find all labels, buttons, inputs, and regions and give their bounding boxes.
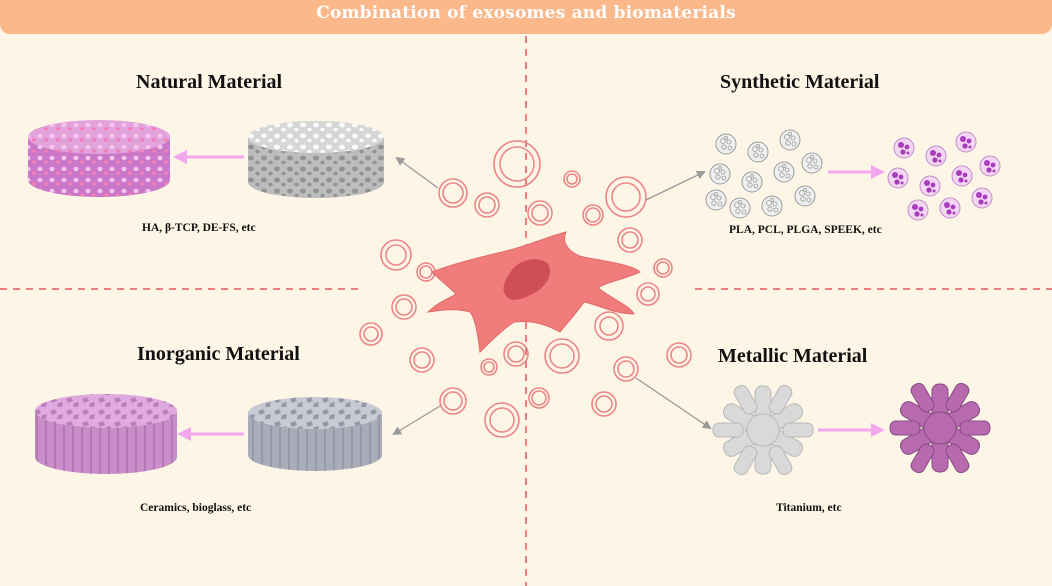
exosome-vesicle-icon <box>591 391 617 417</box>
exosome-vesicle-icon <box>503 341 529 367</box>
exosome-vesicle-icon <box>359 322 383 346</box>
inorganic-material-heading: Inorganic Material <box>137 343 300 365</box>
synthetic-gray-particles-icon <box>705 129 823 219</box>
exosome-vesicle-icon <box>391 294 417 320</box>
inorganic-pink-scaffold-icon <box>35 394 177 474</box>
exosome-vesicle-icon <box>544 338 580 374</box>
synthetic-material-heading: Synthetic Material <box>720 71 880 93</box>
metallic-purple-particle-icon <box>889 380 991 476</box>
natural-material-heading: Natural Material <box>136 71 283 93</box>
exosome-vesicle-icon <box>605 176 647 218</box>
natural-gray-scaffold-icon <box>248 121 384 198</box>
exosome-vesicle-icon <box>666 342 692 368</box>
exosome-vesicle-icon <box>480 358 498 376</box>
exosome-vesicle-icon <box>484 402 520 438</box>
arrow-to-metallic <box>635 377 712 430</box>
exosome-vesicle-icon <box>636 282 660 306</box>
exosome-vesicle-icon <box>617 227 643 253</box>
exosome-vesicle-icon <box>439 387 467 415</box>
inorganic-gray-scaffold-icon <box>248 397 382 471</box>
exosome-vesicle-icon <box>563 170 581 188</box>
exosome-vesicle-icon <box>409 347 435 373</box>
connector-arrows <box>392 156 712 436</box>
arrow-to-synthetic <box>645 170 706 201</box>
exosome-vesicle-icon <box>653 258 673 278</box>
synthetic-material-examples: PLA, PCL, PLGA, SPEEK, etc <box>729 224 882 236</box>
exosome-vesicle-icon <box>527 200 553 226</box>
natural-pink-scaffold-icon <box>28 120 170 197</box>
exosome-vesicle-icon <box>493 140 541 188</box>
exosome-vesicle-icon <box>528 387 550 409</box>
exosome-vesicle-icon <box>474 192 500 218</box>
exosome-vesicles <box>359 140 692 438</box>
title-banner: Combination of exosomes and biomaterials <box>0 0 1052 34</box>
arrow-to-natural <box>395 156 439 189</box>
exosome-vesicle-icon <box>613 356 639 382</box>
exosome-vesicle-icon <box>380 239 412 271</box>
natural-material-examples: HA, β-TCP, DE-FS, etc <box>142 222 256 234</box>
exosome-vesicle-icon <box>438 178 468 208</box>
metallic-gray-particle-icon <box>712 382 814 478</box>
diagram-title: Combination of exosomes and biomaterials <box>316 3 736 23</box>
metallic-material-examples: Titanium, etc <box>776 502 842 514</box>
arrow-to-inorganic <box>392 405 441 436</box>
exosome-vesicle-icon <box>582 204 604 226</box>
synthetic-purple-particles-icon <box>887 131 1001 221</box>
metallic-material-heading: Metallic Material <box>718 345 868 367</box>
exosome-vesicle-icon <box>594 311 624 341</box>
mesenchymal-stem-cell-icon <box>426 231 641 354</box>
inorganic-material-examples: Ceramics, bioglass, etc <box>140 502 252 514</box>
